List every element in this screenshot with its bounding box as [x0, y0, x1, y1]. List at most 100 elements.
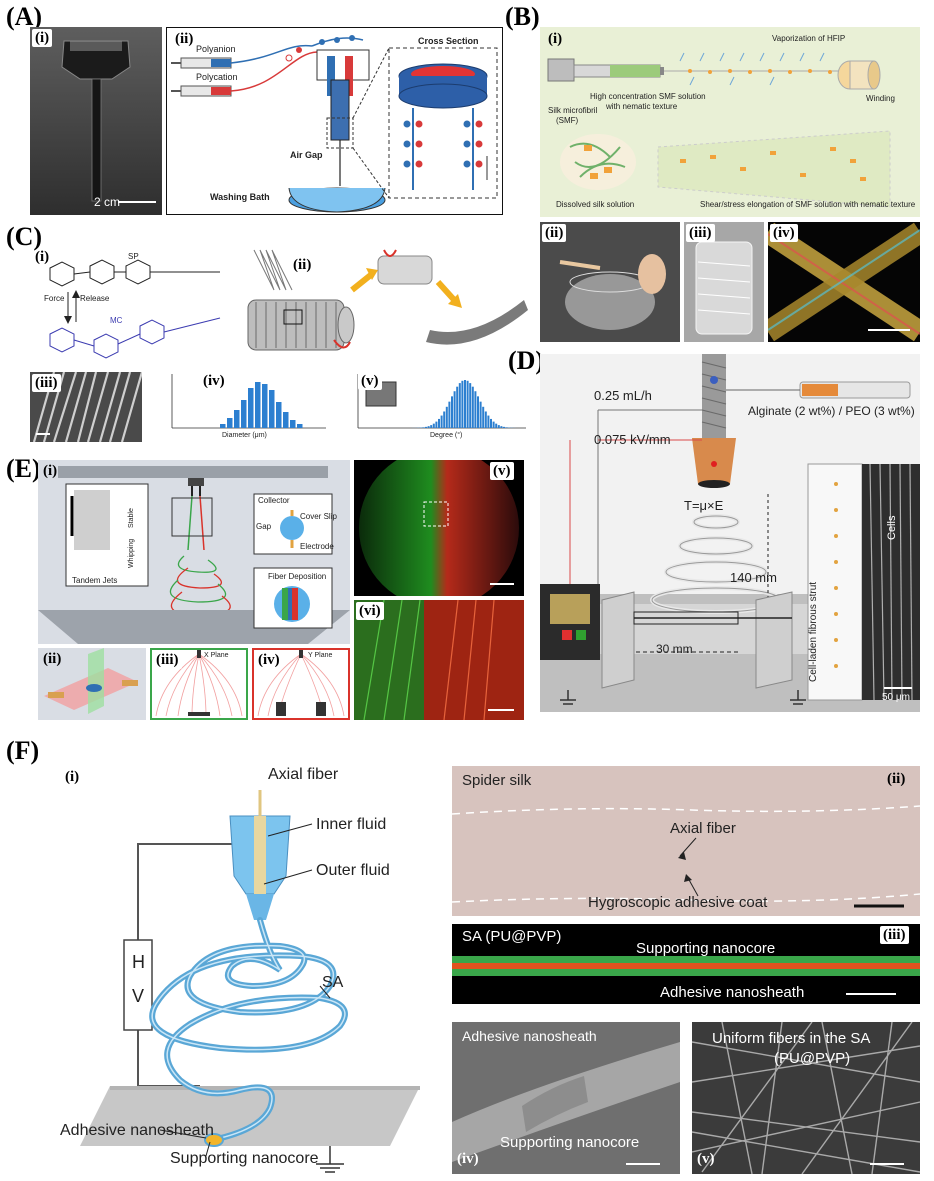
panel-e-v-label: (v): [490, 462, 514, 480]
inner-fluid-label: Inner fluid: [316, 816, 387, 833]
histogram-bar: [500, 426, 503, 428]
histogram-bar: [487, 415, 490, 428]
adhesive-nanosheath-iii-label: Adhesive nanosheath: [660, 984, 805, 1001]
supporting-nanocore-label: Supporting nanocore: [170, 1150, 319, 1167]
histogram-bar: [471, 386, 474, 428]
cover-slip-label: Cover Slip: [300, 512, 337, 521]
histogram-bar: [435, 421, 438, 428]
histogram-bar: [456, 386, 459, 428]
panel-a-ii-label: (ii): [172, 30, 197, 48]
histogram-bar: [430, 425, 433, 428]
panel-b-iii-label: (iii): [686, 224, 715, 242]
panel-e-iii-label: (iii): [153, 651, 182, 669]
solution-label: Alginate (2 wt%) / PEO (3 wt%): [748, 404, 915, 418]
histogram-bar: [482, 406, 485, 428]
histogram-bar: [503, 426, 505, 428]
air-gap-label: Air Gap: [290, 150, 323, 160]
panel-label-f: (F): [6, 736, 40, 765]
panel-f-i-schematic: [40, 790, 430, 1175]
cross-section-label: Cross Section: [418, 36, 479, 46]
force-label: Force: [44, 294, 65, 303]
panel-b-iv-label: (iv): [770, 224, 798, 242]
hv-h-label: H: [132, 952, 145, 972]
histogram-bar: [432, 423, 435, 428]
histogram-bar: [290, 420, 296, 428]
panel-b-iv-micro: [768, 222, 920, 342]
whipping-label: Whipping: [128, 538, 135, 568]
histogram-bar: [464, 380, 466, 428]
histogram-bar: [453, 391, 456, 428]
gap-label: 30 mm: [656, 642, 693, 656]
panel-label-b: (B): [505, 2, 540, 31]
histogram-bar: [469, 383, 472, 428]
histogram-bar: [276, 402, 282, 428]
histogram-bar: [474, 391, 477, 428]
hv-v-label: V: [132, 986, 145, 1006]
panel-e-ii-label: (ii): [43, 651, 62, 667]
panel-d-setup: [540, 354, 920, 712]
x-plane-label: X Plane: [204, 652, 229, 659]
panel-f-v-label: (v): [697, 1151, 715, 1167]
silk-mf-label: Silk microfibril: [548, 106, 598, 115]
supporting-nanocore-iii-label: Supporting nanocore: [636, 940, 776, 957]
histogram-bar: [451, 396, 453, 428]
panel-label-d: (D): [508, 346, 545, 375]
c-v-xlabel: Degree (°): [430, 432, 463, 439]
histogram-diameter: [171, 374, 326, 429]
panel-c-ii-label: (ii): [293, 257, 312, 273]
histogram-bar: [461, 380, 464, 428]
histogram-bar: [440, 415, 443, 428]
high-conc-label: High concentration SMF solution: [590, 92, 706, 101]
axial-fiber-label: Axial fiber: [268, 766, 339, 783]
panel-f-iv-sem: [452, 1022, 680, 1174]
panel-label-c: (C): [6, 222, 43, 251]
field-label: 0.075 kV/mm: [594, 432, 671, 447]
histogram-bar: [445, 406, 448, 428]
panel-e-i-label: (i): [43, 463, 58, 479]
electrode-label: Electrode: [300, 542, 334, 551]
strut-label: Cell-laden fibrous strut: [808, 581, 819, 682]
histogram-bar: [438, 418, 440, 428]
histogram-bar: [477, 396, 479, 428]
histogram-bar: [427, 426, 430, 428]
sa-pu-label: SA (PU@PVP): [462, 928, 562, 945]
nematic-label: with nematic texture: [606, 102, 678, 111]
panel-f-v-sem: [692, 1022, 920, 1174]
washing-bath-label: Washing Bath: [210, 192, 270, 202]
histogram-angle: [357, 374, 526, 429]
panel-a-i-label: (i): [32, 29, 53, 47]
panel-b-ii-photo: [540, 222, 680, 342]
y-plane-label: Y Plane: [308, 652, 333, 659]
panel-c-iv-label: (iv): [200, 372, 228, 390]
panel-e-vi-label: (vi): [356, 602, 384, 620]
panel-a-i-photo: [30, 27, 162, 215]
histogram-bar: [448, 401, 451, 428]
panel-c-i-chemistry: [30, 248, 230, 368]
panel-e-v-fluorescence: [354, 460, 524, 596]
fiber-deposition-label: Fiber Deposition: [268, 572, 327, 581]
uniform-fibers-label-1: Uniform fibers in the SA: [712, 1030, 871, 1047]
panel-a-scale-label: 2 cm: [94, 195, 121, 209]
histogram-bar: [443, 411, 446, 428]
panel-b-iii-photo: [684, 222, 764, 342]
panel-c-i-label: (i): [35, 249, 50, 265]
panel-e-ii-planes: [38, 648, 146, 720]
histogram-bar: [458, 383, 461, 428]
panel-label-a: (A): [6, 2, 43, 31]
release-label: Release: [80, 294, 110, 303]
mc-label: MC: [110, 316, 123, 325]
panel-e-vi-fluorescence: [354, 600, 524, 720]
sa-label: SA: [322, 974, 344, 991]
polyanion-label: Polyanion: [196, 44, 236, 54]
histogram-bar: [262, 384, 268, 428]
histogram-bar: [269, 390, 275, 428]
c-iv-xlabel: Diameter (μm): [222, 432, 267, 439]
histogram-bar: [495, 423, 498, 428]
histogram-bar: [497, 425, 500, 428]
histogram-bar: [492, 421, 495, 428]
histogram-bar: [479, 401, 482, 428]
gap-e-label: Gap: [256, 522, 272, 531]
panel-c-v-label: (v): [358, 372, 382, 390]
histogram-bar: [425, 426, 427, 428]
panel-f-i-label: (i): [65, 769, 80, 785]
